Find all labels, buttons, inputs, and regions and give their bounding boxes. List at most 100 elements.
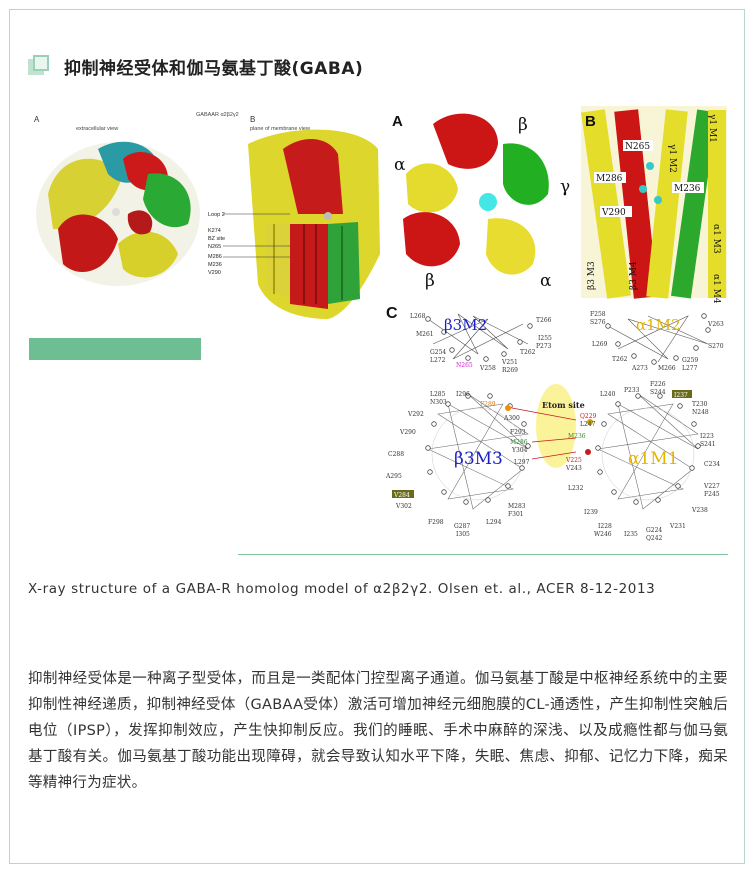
b3m2-res-6: V251 bbox=[501, 359, 518, 366]
etom-site-highlight bbox=[536, 384, 576, 468]
a1m1-res-23: G224 bbox=[646, 527, 662, 534]
section-header: 抑制神经受体和伽马氨基丁酸(GABA) bbox=[28, 52, 363, 80]
a1m1-res-16: V227 bbox=[703, 483, 720, 490]
residue-n265: N265 bbox=[625, 142, 650, 152]
a1m2-res-4: A273 bbox=[631, 365, 648, 372]
a1m1-res-4: I237 bbox=[674, 392, 688, 399]
a1m1-res-2: F226 bbox=[650, 381, 666, 388]
a1m2-res-1: S276 bbox=[590, 319, 606, 326]
b3m3-res-14: V302 bbox=[395, 503, 412, 510]
b3m3-res-6: F293 bbox=[510, 429, 526, 436]
helix-b3m4: β3 M4 bbox=[629, 261, 639, 290]
b3m3-res-17: L294 bbox=[486, 519, 502, 526]
panel-b-label: B bbox=[585, 113, 596, 130]
a1m1-res-0: L240 bbox=[600, 391, 616, 398]
panel-a-label: A bbox=[392, 113, 403, 130]
side-label-m236: M236 bbox=[208, 262, 222, 268]
a1m1-res-24: Q242 bbox=[646, 535, 663, 542]
a1m1-res-6: N248 bbox=[692, 409, 709, 416]
a1m1-res-3: S244 bbox=[650, 389, 666, 396]
helix-g1m2: γ1 M2 bbox=[667, 144, 677, 173]
a1m1-res-5: T230 bbox=[692, 401, 708, 408]
subunit-gamma: γ bbox=[560, 177, 570, 197]
wheel-b3m2-title: β3M2 bbox=[444, 316, 487, 334]
a1m1-res-9: M236 bbox=[568, 433, 586, 440]
residue-v290: V290 bbox=[601, 208, 626, 218]
b3m3-res-7: V290 bbox=[399, 429, 416, 436]
b3m3-res-9: Y304 bbox=[511, 447, 528, 454]
extracellular-view-structure bbox=[36, 141, 200, 286]
b3m2-res-8: T262 bbox=[520, 349, 536, 356]
b3m3-res-18: M283 bbox=[508, 503, 526, 510]
subunit-beta-top: β bbox=[518, 115, 528, 135]
etom-site-label: Etom site bbox=[542, 400, 585, 410]
a1m1-res-18: I239 bbox=[584, 509, 598, 516]
subunit-beta-bottom: β bbox=[425, 271, 435, 291]
helix-a1m3: α1 M3 bbox=[711, 224, 721, 254]
b3m3-res-1: N303 bbox=[430, 399, 447, 406]
b3m3-res-5: V292 bbox=[407, 411, 424, 418]
a1m1-res-10: V225 bbox=[565, 457, 582, 464]
label-b-small: B bbox=[250, 115, 255, 124]
b3m3-res-13: V284 bbox=[393, 492, 410, 499]
a1m2-res-5: M266 bbox=[658, 365, 676, 372]
subunit-alpha-bottom: α bbox=[540, 271, 552, 291]
a1m1-res-7: Q229 bbox=[580, 413, 597, 420]
a1m1-res-13: S241 bbox=[700, 441, 716, 448]
gaba-subtitle: GABAAR α2β2γ2 bbox=[196, 112, 239, 118]
b3m3-res-3: F289 bbox=[480, 401, 496, 408]
a1m1-res-22: I235 bbox=[624, 531, 638, 538]
b3m3-res-19: F301 bbox=[508, 511, 524, 518]
subunit-alpha-left: α bbox=[394, 155, 406, 175]
helix-a1m4: α1 M4 bbox=[711, 274, 721, 304]
b3m3-res-20: I305 bbox=[456, 531, 470, 538]
a1m1-res-12: I223 bbox=[700, 433, 714, 440]
panel-b-structure: B N265 M286 M236 V290 β3 M3 β3 M4 γ1 M2 … bbox=[581, 106, 727, 304]
left-structure-panel: A extracellular view GABAAR α2β2γ2 B pla… bbox=[34, 112, 380, 319]
a1m1-res-14: C234 bbox=[704, 461, 720, 468]
b3m3-res-2: I296 bbox=[456, 391, 470, 398]
side-label-loop2: Loop 2 bbox=[208, 212, 225, 218]
b3m2-res-10: I255 bbox=[538, 335, 552, 342]
figure-caption: X-ray structure of a GABA-R homolog mode… bbox=[28, 581, 656, 597]
residue-m236: M236 bbox=[674, 184, 701, 194]
wheel-a1m1-title: α1M1 bbox=[628, 449, 679, 469]
label-a-small: A bbox=[34, 115, 40, 124]
a1m1-res-19: V238 bbox=[691, 507, 708, 514]
helix-b3m3: β3 M3 bbox=[587, 261, 597, 290]
wheel-a1m2-title: α1M2 bbox=[636, 316, 681, 334]
body-paragraph: 抑制神经受体是一种离子型受体，而且是一类配体门控型离子通道。伽马氨基丁酸是中枢神… bbox=[28, 671, 728, 791]
side-label-m286: M286 bbox=[208, 254, 222, 260]
a1m1-res-21: W246 bbox=[594, 531, 612, 538]
caption-divider bbox=[238, 554, 728, 555]
b3m2-res-1: M261 bbox=[416, 331, 434, 338]
a1m2-res-6: G259 bbox=[682, 357, 698, 364]
wheel-b3m3-title: β3M3 bbox=[454, 449, 503, 469]
a1m1-res-17: F245 bbox=[704, 491, 720, 498]
a1m2-res-7: L277 bbox=[682, 365, 698, 372]
b3m3-res-12: A295 bbox=[385, 473, 402, 480]
side-label-v290: V290 bbox=[208, 270, 221, 276]
side-label-n265: N265 bbox=[208, 244, 221, 250]
side-label-k274: K274 bbox=[208, 228, 221, 234]
a1m1-res-15: L232 bbox=[568, 485, 584, 492]
accent-bar bbox=[29, 338, 201, 360]
a1m2-res-3: T262 bbox=[612, 356, 628, 363]
b3m3-res-0: L285 bbox=[430, 391, 446, 398]
b3m2-res-5: V258 bbox=[479, 365, 496, 372]
a1m2-res-0: F258 bbox=[590, 311, 606, 318]
side-label-bz: BZ site bbox=[208, 236, 225, 242]
view-b-label: plane of membrane view bbox=[250, 126, 310, 132]
a1m1-res-11: V243 bbox=[565, 465, 582, 472]
section-title: 抑制神经受体和伽马氨基丁酸(GABA) bbox=[64, 58, 364, 79]
a1m1-res-20: I228 bbox=[598, 523, 612, 530]
square-bullet-icon bbox=[28, 55, 50, 77]
panel-c-label: C bbox=[386, 305, 398, 322]
b3m3-res-8: M286 bbox=[510, 439, 528, 446]
a1m1-res-8: L247 bbox=[580, 421, 596, 428]
panel-c-diagram: C β3M2 L268 M261 G254 L272 N265 V258 V25… bbox=[385, 305, 724, 542]
a1m2-res-9: V263 bbox=[707, 321, 724, 328]
b3m3-res-16: G287 bbox=[454, 523, 470, 530]
b3m2-res-4: N265 bbox=[456, 362, 473, 369]
membrane-view-structure bbox=[248, 129, 380, 319]
